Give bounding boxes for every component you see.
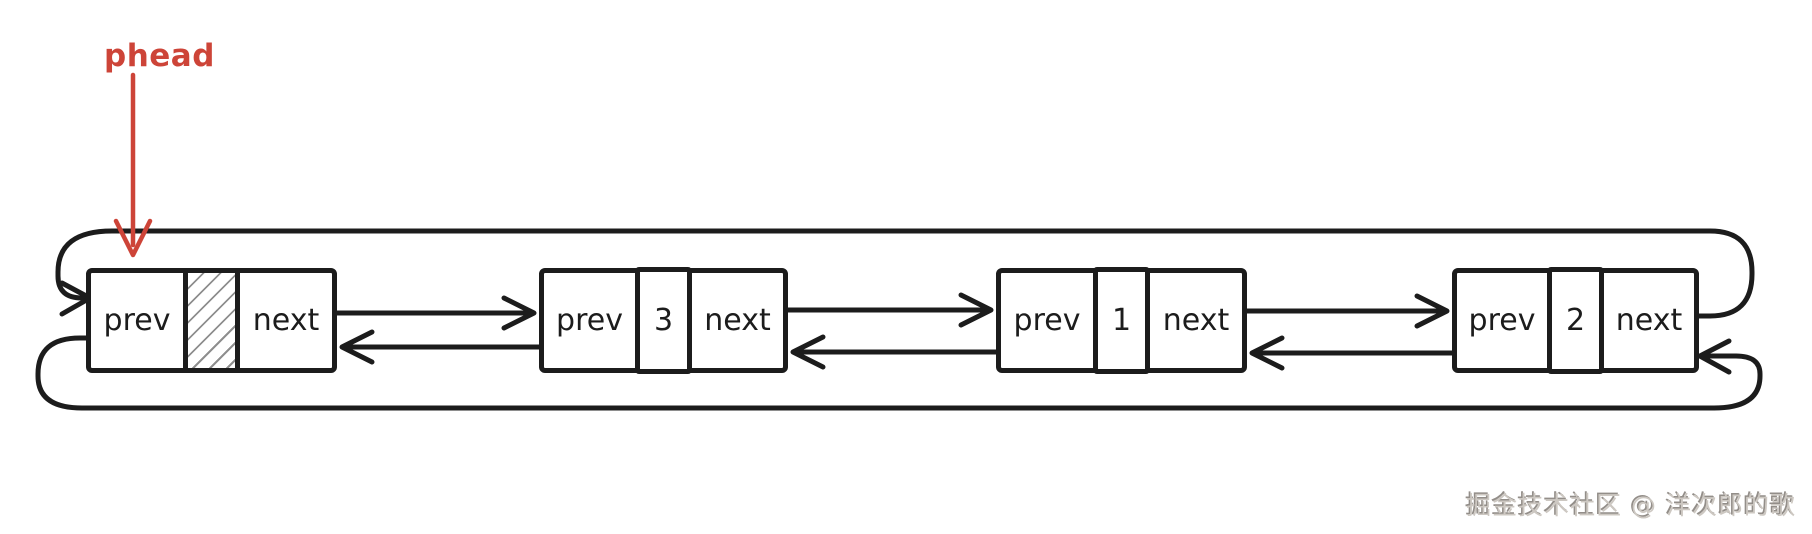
node-head-prev-label: prev xyxy=(103,303,171,338)
tail-next-to-head-link xyxy=(55,228,1755,319)
node-head-next-label: next xyxy=(252,303,320,338)
next-link-2-arrowhead xyxy=(958,292,994,328)
node-value-3: prev 3 next xyxy=(539,267,788,374)
prev-link-1-arrowhead xyxy=(339,329,375,365)
node-1-value: 1 xyxy=(1111,303,1132,338)
next-link-1-arrowhead xyxy=(501,295,537,331)
node-head-next-cell: next xyxy=(240,273,332,368)
head-prev-to-tail-link xyxy=(35,335,1763,411)
node-head-prev-cell: prev xyxy=(91,273,183,368)
node-3-prev-cell: prev xyxy=(544,273,635,368)
phead-pointer-label: phead xyxy=(104,38,215,74)
node-1-data-cell: 1 xyxy=(1093,267,1150,374)
node-value-1: prev 1 next xyxy=(996,267,1247,374)
node-3-next-cell: next xyxy=(692,273,783,368)
watermark-text: 掘金技术社区 @ 洋次郎的歌 xyxy=(1466,491,1796,520)
node-1-next-label: next xyxy=(1162,303,1230,338)
node-2-next-label: next xyxy=(1615,303,1683,338)
node-3-prev-label: prev xyxy=(556,303,623,338)
phead-pointer-arrow xyxy=(113,72,153,258)
node-3-next-label: next xyxy=(704,303,771,338)
node-2-data-cell: 2 xyxy=(1547,267,1604,374)
node-head-data-cell-hatched xyxy=(183,273,240,368)
node-1-prev-cell: prev xyxy=(1001,273,1093,368)
head-prev-to-tail-arrowhead xyxy=(1697,338,1732,375)
node-3-value: 3 xyxy=(653,303,674,338)
node-1-next-cell: next xyxy=(1150,273,1242,368)
node-head: prev next xyxy=(86,268,337,373)
next-link-3-arrowhead xyxy=(1414,293,1450,329)
prev-link-3-arrowhead xyxy=(1249,335,1285,371)
node-3-data-cell: 3 xyxy=(635,267,692,374)
node-value-2: prev 2 next xyxy=(1452,267,1699,374)
node-2-prev-label: prev xyxy=(1468,303,1536,338)
node-1-prev-label: prev xyxy=(1013,303,1081,338)
prev-link-2-arrowhead xyxy=(790,334,826,370)
node-2-prev-cell: prev xyxy=(1457,273,1547,368)
node-2-next-cell: next xyxy=(1604,273,1694,368)
node-2-value: 2 xyxy=(1565,303,1586,338)
